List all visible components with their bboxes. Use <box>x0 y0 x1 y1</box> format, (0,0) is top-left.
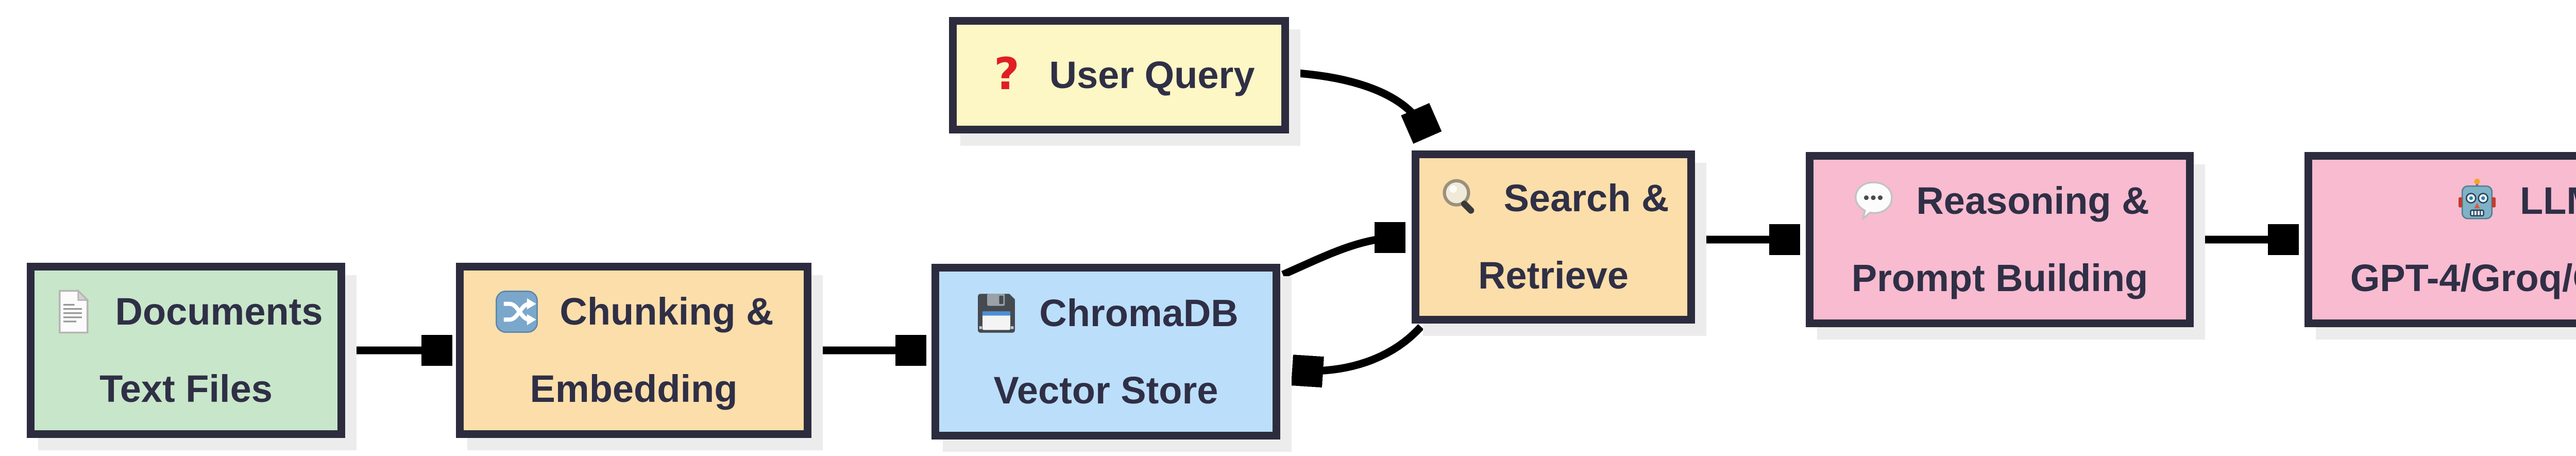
floppy-disk-icon <box>973 290 1020 336</box>
node-label-line1: Chunking & <box>560 290 774 333</box>
node-chunking: Chunking & Embedding <box>456 263 811 438</box>
robot-icon <box>2454 178 2500 224</box>
edge-chromadb-to-search <box>1281 238 1399 278</box>
node-search: Search & Retrieve <box>1412 150 1695 324</box>
node-label-line1: Search & <box>1503 177 1669 219</box>
node-label-line2: Text Files <box>99 367 273 410</box>
node-label-line2: GPT-4/Groq/Gemini <box>2350 257 2576 299</box>
magnifier-icon <box>1438 175 1484 222</box>
edge-search-to-chromadb <box>1298 324 1424 371</box>
node-label-line1: LLM <box>2519 179 2576 222</box>
node-llm: LLM GPT-4/Groq/Gemini <box>2304 152 2576 327</box>
node-label-line1: Documents <box>115 290 323 333</box>
node-label-line1: Reasoning & <box>1916 179 2149 222</box>
svg-text:?: ? <box>994 52 1020 98</box>
node-label-line1: User Query <box>1049 54 1255 96</box>
node-label-line2: Prompt Building <box>1851 257 2148 299</box>
node-label-line2: Vector Store <box>993 368 1218 412</box>
node-reasoning: Reasoning & Prompt Building <box>1806 152 2194 327</box>
shuffle-icon <box>494 289 540 335</box>
edge-userquery-to-search <box>1290 69 1425 132</box>
node-label-line1: ChromaDB <box>1039 291 1239 334</box>
node-chromadb: ChromaDB Vector Store <box>931 264 1280 440</box>
question-mark-icon: ? <box>984 52 1030 98</box>
node-label-line2: Embedding <box>530 367 738 410</box>
node-user-query: ? User Query <box>949 17 1289 133</box>
document-icon <box>49 289 96 335</box>
node-label-line2: Retrieve <box>1478 254 1629 297</box>
speech-bubble-icon <box>1850 178 1896 224</box>
